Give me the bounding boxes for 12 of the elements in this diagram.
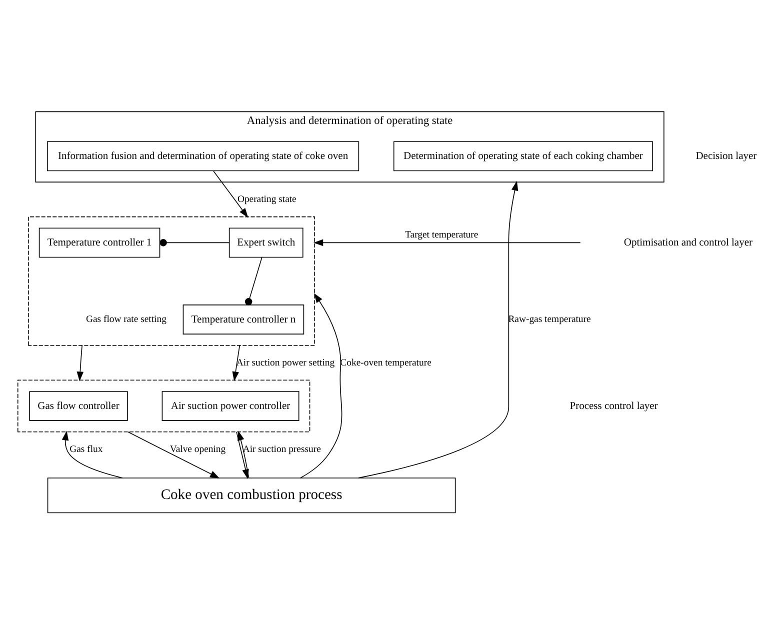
edge-label: Operating state [237,193,296,204]
label: Decision layer [696,150,757,162]
edge-label: Gas flux [70,443,103,454]
label: Process control layer [570,400,658,412]
edge-label: Air suction power setting [236,356,335,368]
edge-label: Coke-oven temperature [340,356,432,368]
edge-label: Raw-gas temperature [508,314,591,325]
label: Optimisation and control layer [624,236,752,248]
edge-label: Valve opening [170,443,226,454]
edge-label: Air suction pressure [242,443,321,454]
edge-label: Gas flow rate setting [86,314,166,325]
edge-label: Target temperature [405,229,478,240]
